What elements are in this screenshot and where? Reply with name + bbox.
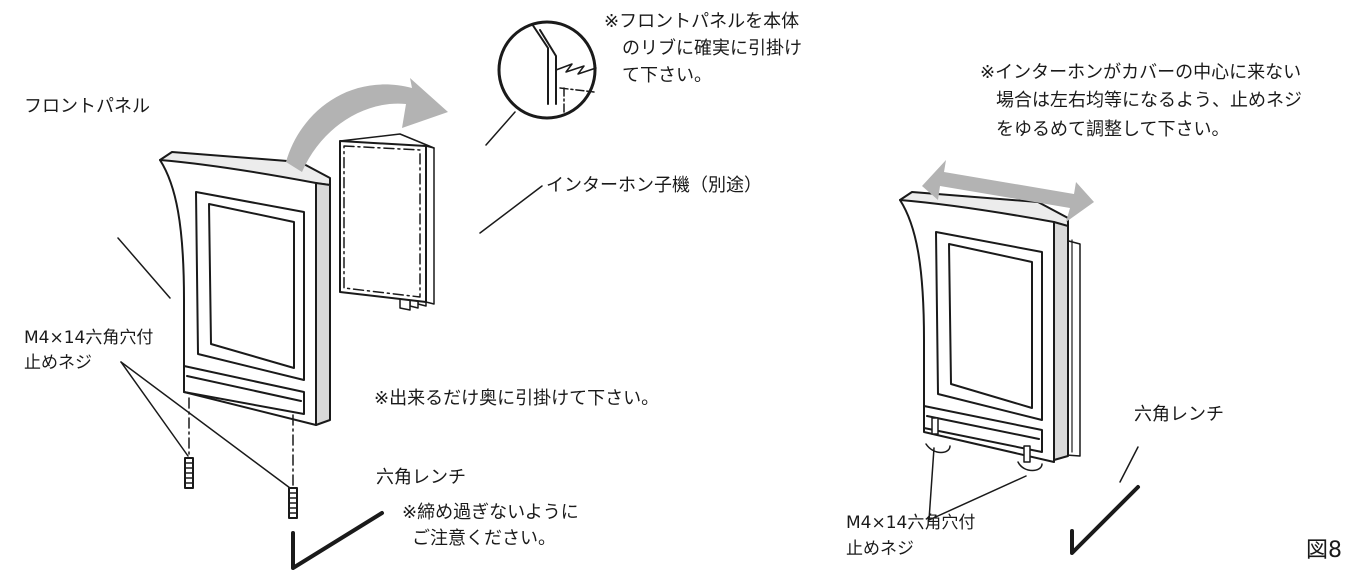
curved-arrow (286, 78, 448, 172)
note-rib-line3: て下さい。 (622, 65, 712, 86)
label-screw-right-line1: M4×14六角穴付 (846, 513, 976, 533)
screw-left-b (288, 487, 298, 519)
note-hook-deep: ※出来るだけ奥に引掛けて下さい。 (374, 388, 660, 409)
label-screw-left-line1: M4×14六角穴付 (24, 328, 154, 348)
hex-wrench-left (291, 511, 384, 570)
leader-wrench-right (1119, 446, 1139, 483)
assembled-panel-right (899, 191, 1081, 463)
screw-left-a (184, 457, 194, 489)
leader-front-panel (117, 237, 171, 299)
leader-intercom (479, 185, 543, 234)
leader-screw-left-b (120, 361, 291, 489)
leader-screw-right-a (928, 447, 935, 521)
rotate-arrow-left (925, 443, 951, 454)
intercom-unit (339, 133, 435, 311)
label-screw-left-line2: 止めネジ (24, 353, 92, 373)
rib-detail-circle (497, 20, 597, 120)
note-center-line2: 場合は左右均等になるよう、止めネジ (996, 90, 1302, 111)
leader-screw-left-a (120, 361, 189, 457)
leader-circle (485, 111, 516, 146)
note-rib-line2: のリブに確実に引掛け (622, 38, 802, 59)
label-wrench-right: 六角レンチ (1134, 404, 1224, 425)
note-tighten-line1: ※締め過ぎないように (402, 502, 579, 523)
leader-screw-right-b (928, 475, 1027, 521)
label-intercom: インターホン子機（別途） (546, 175, 762, 196)
note-tighten-line2: ご注意ください。 (412, 528, 556, 549)
label-wrench-left: 六角レンチ (376, 467, 466, 488)
adjust-double-arrow (922, 160, 1094, 222)
rotate-arrow-right (1017, 461, 1043, 472)
hex-wrench-right (1070, 485, 1140, 555)
front-panel-left (159, 151, 331, 426)
note-rib-line1: ※フロントパネルを本体 (604, 11, 800, 32)
figure-number: 図8 (1306, 538, 1342, 563)
label-screw-right-line2: 止めネジ (846, 539, 914, 559)
label-front-panel: フロントパネル (24, 96, 150, 117)
note-center-line3: をゆるめて調整して下さい。 (996, 119, 1230, 140)
note-center-line1: ※インターホンがカバーの中心に来ない (980, 62, 1302, 83)
